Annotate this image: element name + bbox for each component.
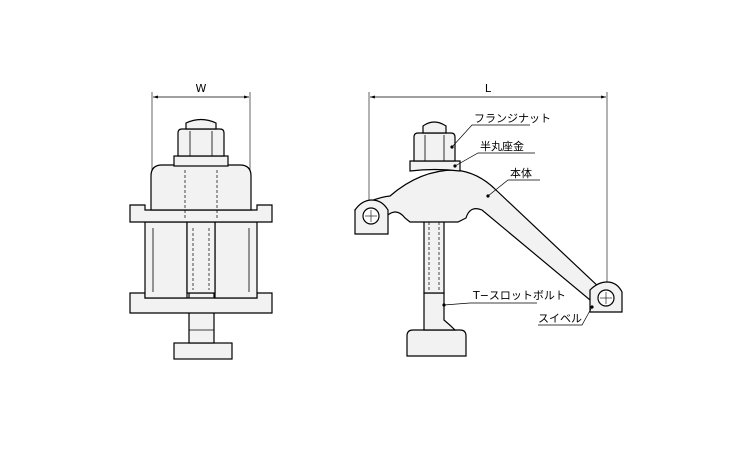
body-wall-left [144,221,188,299]
washer-front [173,155,229,167]
clamp-body-side [353,169,603,301]
stud-top-side [422,121,447,134]
stud-top-front [185,118,217,130]
body-top-front [150,164,252,211]
flange-nut-side [413,132,456,162]
callout-leaders [443,124,593,326]
side-view [353,92,623,357]
mid-flange-front [129,204,273,223]
callout-t-slot-bolt: T−スロットボルト [472,289,566,302]
flange-nut-front [177,128,225,157]
front-view [129,92,273,360]
washer-side [409,160,461,172]
callout-swivel: スイベル [538,312,582,325]
t-bolt-foot-side [406,329,467,357]
t-bolt-neck-side [423,292,457,331]
stud-front [186,221,216,294]
callout-body: 本体 [510,166,532,180]
length-dimension [368,92,608,290]
callout-dots [442,145,594,309]
length-label: L [485,82,492,95]
width-label: W [196,82,207,95]
callout-flange-nut: フランジナット [474,112,551,125]
t-bolt-foot-front [173,342,233,360]
body-wall-right [214,221,258,299]
width-dimension [151,92,251,178]
callout-half-round-washer: 半丸座金 [480,139,524,153]
